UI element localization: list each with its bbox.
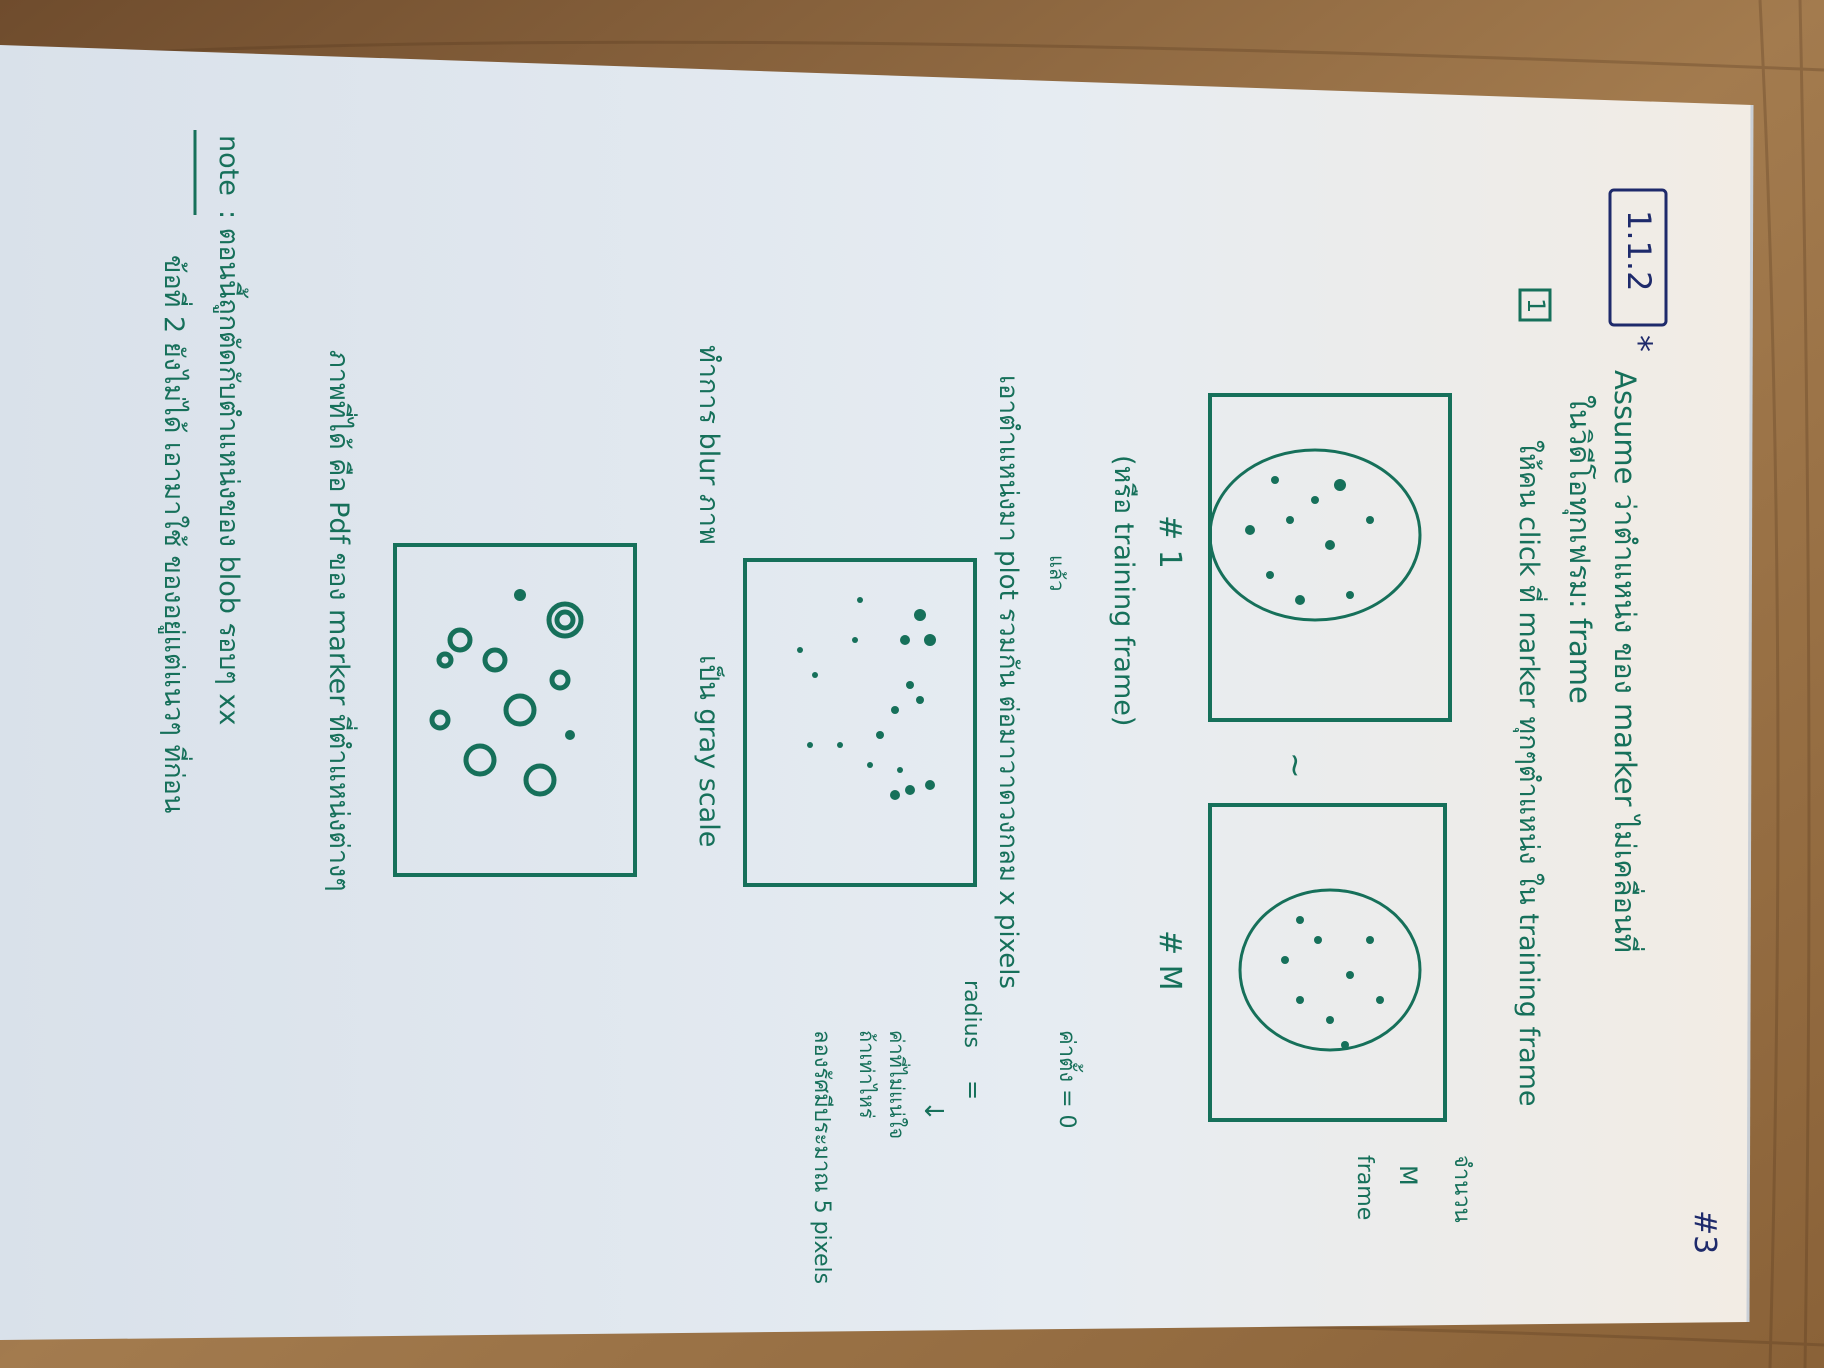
step-number: 1 (1522, 298, 1550, 313)
note-label: note (213, 135, 244, 196)
blur-blobs (429, 601, 584, 797)
section-id: 1.1.2 (1620, 210, 1658, 291)
page-number: #3 (1687, 1210, 1722, 1254)
star-mark: * (1619, 335, 1659, 352)
zero-label: ค่าตั้ง = 0 (1054, 1030, 1083, 1129)
count-label: จำนวน (1449, 1155, 1474, 1223)
tilde-sign: ~ (1277, 752, 1315, 779)
section-box (1608, 188, 1668, 327)
frame-1-dots (1245, 476, 1374, 605)
count-m: M (1394, 1165, 1422, 1186)
note-line2: ข้อที่ 2 ยังไม่ได้ เอามาใช้ ของอยู่แต่แน… (158, 255, 193, 813)
plot-line: เอาตำแหน่งมา plot รวมกัน ต่อมาวาดวงกลม x… (993, 375, 1023, 989)
frame-1-circle (1208, 448, 1422, 622)
step-box (1518, 288, 1552, 322)
then-label: แล้ว (1045, 555, 1069, 591)
count-frame: frame (1352, 1155, 1377, 1220)
blur-line: ทำการ blur ภาพ (693, 345, 724, 545)
plot-box (743, 558, 977, 887)
convert-line: เป็น gray scale (693, 655, 727, 847)
frame-1-label: # 1 (1152, 515, 1187, 569)
frame-m-box (1208, 803, 1447, 1122)
frame-1-box (1208, 393, 1452, 722)
step1-line: ให้คน click ที่ marker ทุกๆตำแหน่ง ใน tr… (1512, 440, 1548, 1107)
frame-m-dots (1281, 916, 1384, 1049)
result-line: ภาพที่ได้ คือ Pdf ของ marker ที่ตำแหน่งต… (323, 350, 358, 892)
note-line1: : ตอนนี้ถูกตัดกับตำแหน่งของ blob รอบๆ xx (213, 210, 249, 725)
note-c: ลองรัศมีประมาณ 5 pixels (809, 1030, 834, 1284)
assume-line: Assume ว่าตำแหน่ง ของ marker ไม่เคลื่อนท… (1608, 370, 1645, 953)
frame-m-label: # M (1152, 930, 1187, 991)
arrow-down: ↓ (918, 1100, 948, 1122)
note-b: ถ้าเท่าไหร่ (855, 1030, 879, 1119)
radius-label: radius (959, 980, 984, 1048)
plot-dots (797, 597, 936, 800)
eq-label: = (959, 1080, 987, 1100)
video-line: ในวิดีโอทุกเฟรม: frame (1562, 395, 1597, 704)
blur-box (393, 543, 637, 877)
note-a: ค่าที่ไม่แน่ใจ (885, 1030, 911, 1139)
training-paren: (หรือ training frame) (1108, 455, 1139, 726)
paper-sheet (0, 45, 1752, 1340)
frame-m-circle (1238, 888, 1422, 1052)
